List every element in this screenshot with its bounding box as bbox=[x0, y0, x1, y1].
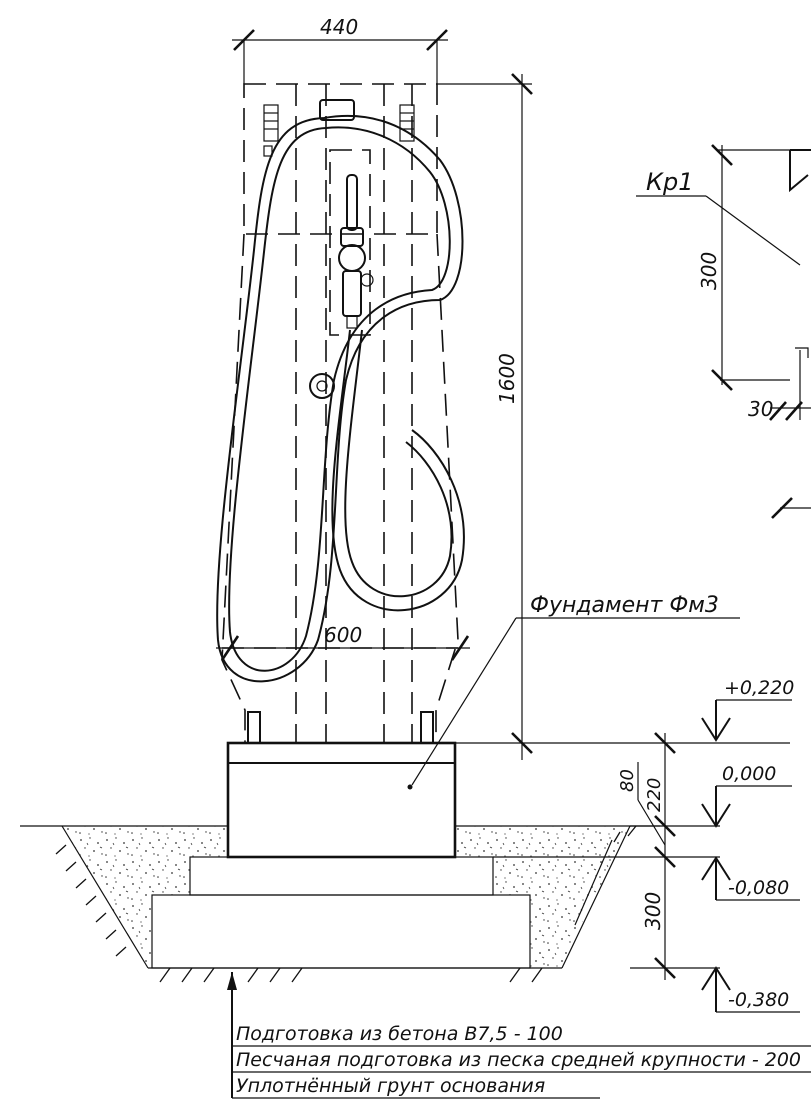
concrete-prep-layer bbox=[189, 856, 494, 896]
sand-layer bbox=[151, 894, 531, 969]
dim-440-label: 440 bbox=[320, 15, 358, 39]
layer-label-soil: Уплотнённый грунт основания bbox=[236, 1075, 545, 1097]
vent-grille-icon bbox=[263, 104, 415, 142]
hose-short bbox=[331, 329, 465, 612]
layer-callout bbox=[227, 972, 811, 1099]
dim-600-label: 600 bbox=[324, 623, 362, 647]
dim-220-label: 220 bbox=[644, 778, 665, 812]
fuel-nozzle-icon bbox=[338, 174, 374, 329]
dim-kr-300-label: 300 bbox=[697, 252, 721, 290]
elevation-plus-0220: +0,220 bbox=[724, 677, 794, 699]
dispenser-outline bbox=[216, 83, 465, 744]
elevation-minus-0380: -0,380 bbox=[728, 989, 789, 1011]
foundation-leader bbox=[411, 617, 740, 786]
sand-backfill bbox=[62, 826, 228, 968]
dim-80-label: 80 bbox=[617, 769, 638, 792]
layer-label-sand: Песчаная подготовка из песка средней кру… bbox=[236, 1049, 801, 1071]
dim-1600-label: 1600 bbox=[495, 353, 519, 404]
foundation-callout-label: Фундамент Фм3 bbox=[530, 593, 719, 618]
elevation-zero: 0,000 bbox=[722, 763, 776, 785]
ground-section bbox=[20, 825, 660, 983]
dim-kr-30-label: 30 bbox=[748, 397, 773, 421]
elevation-minus-0080: -0,080 bbox=[728, 877, 789, 899]
dimension-lines bbox=[216, 29, 790, 980]
elevation-markers bbox=[701, 699, 800, 1013]
layer-label-concrete: Подготовка из бетона В7,5 - 100 bbox=[236, 1023, 563, 1045]
kr1-callout-label: Кр1 bbox=[646, 168, 694, 196]
earth-hatch bbox=[55, 825, 637, 983]
foundation-block bbox=[226, 741, 457, 859]
sand-backfill-right bbox=[455, 826, 630, 968]
hose-long bbox=[216, 114, 464, 683]
kr1-detail bbox=[636, 144, 811, 519]
dim-300-label: 300 bbox=[641, 892, 665, 930]
